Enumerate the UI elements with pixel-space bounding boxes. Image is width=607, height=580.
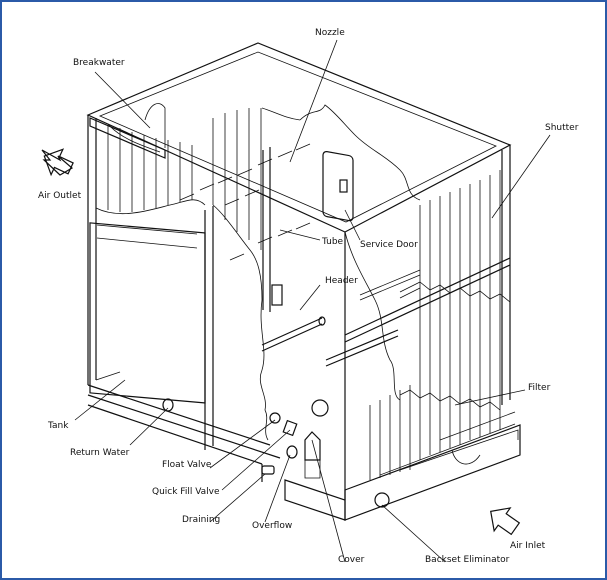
- label-return-water: Return Water: [70, 448, 130, 458]
- label-float-valve: Float Valve: [162, 460, 212, 470]
- label-nozzle: Nozzle: [315, 28, 345, 38]
- label-shutter: Shutter: [545, 123, 579, 133]
- label-overflow: Overflow: [252, 521, 292, 531]
- label-quick-fill-valve: Quick Fill Valve: [152, 487, 220, 497]
- casing-edges: [87, 115, 511, 500]
- label-tank: Tank: [47, 421, 69, 431]
- label-air-outlet: Air Outlet: [38, 191, 82, 201]
- label-backset-eliminator: Backset Eliminator: [425, 555, 510, 565]
- labels: Nozzle Breakwater Shutter Air Outlet Tub…: [38, 28, 579, 565]
- breakwater-panel: [89, 103, 166, 159]
- shutter-louvres: [344, 170, 511, 460]
- tank: [87, 222, 281, 465]
- label-breakwater: Breakwater: [73, 58, 125, 68]
- leader-lines: [74, 39, 551, 563]
- roof: [86, 42, 512, 233]
- filter-basin: [344, 411, 521, 521]
- air-outlet-arrow: [41, 148, 74, 177]
- label-filter: Filter: [528, 383, 551, 393]
- air-inlet-arrow: [490, 507, 521, 536]
- left-upper-panel: [95, 108, 263, 301]
- label-draining: Draining: [182, 515, 220, 525]
- inner-cutaway: [259, 104, 421, 441]
- label-tube: Tube: [321, 237, 344, 247]
- label-air-inlet: Air Inlet: [510, 541, 546, 551]
- header-pipe: [261, 284, 326, 352]
- service-door: [322, 150, 354, 222]
- label-service-door: Service Door: [360, 240, 418, 250]
- label-cover: Cover: [338, 555, 365, 565]
- label-header: Header: [325, 276, 358, 286]
- inner-louvres: [325, 269, 421, 480]
- nozzle-pipes: [179, 143, 311, 312]
